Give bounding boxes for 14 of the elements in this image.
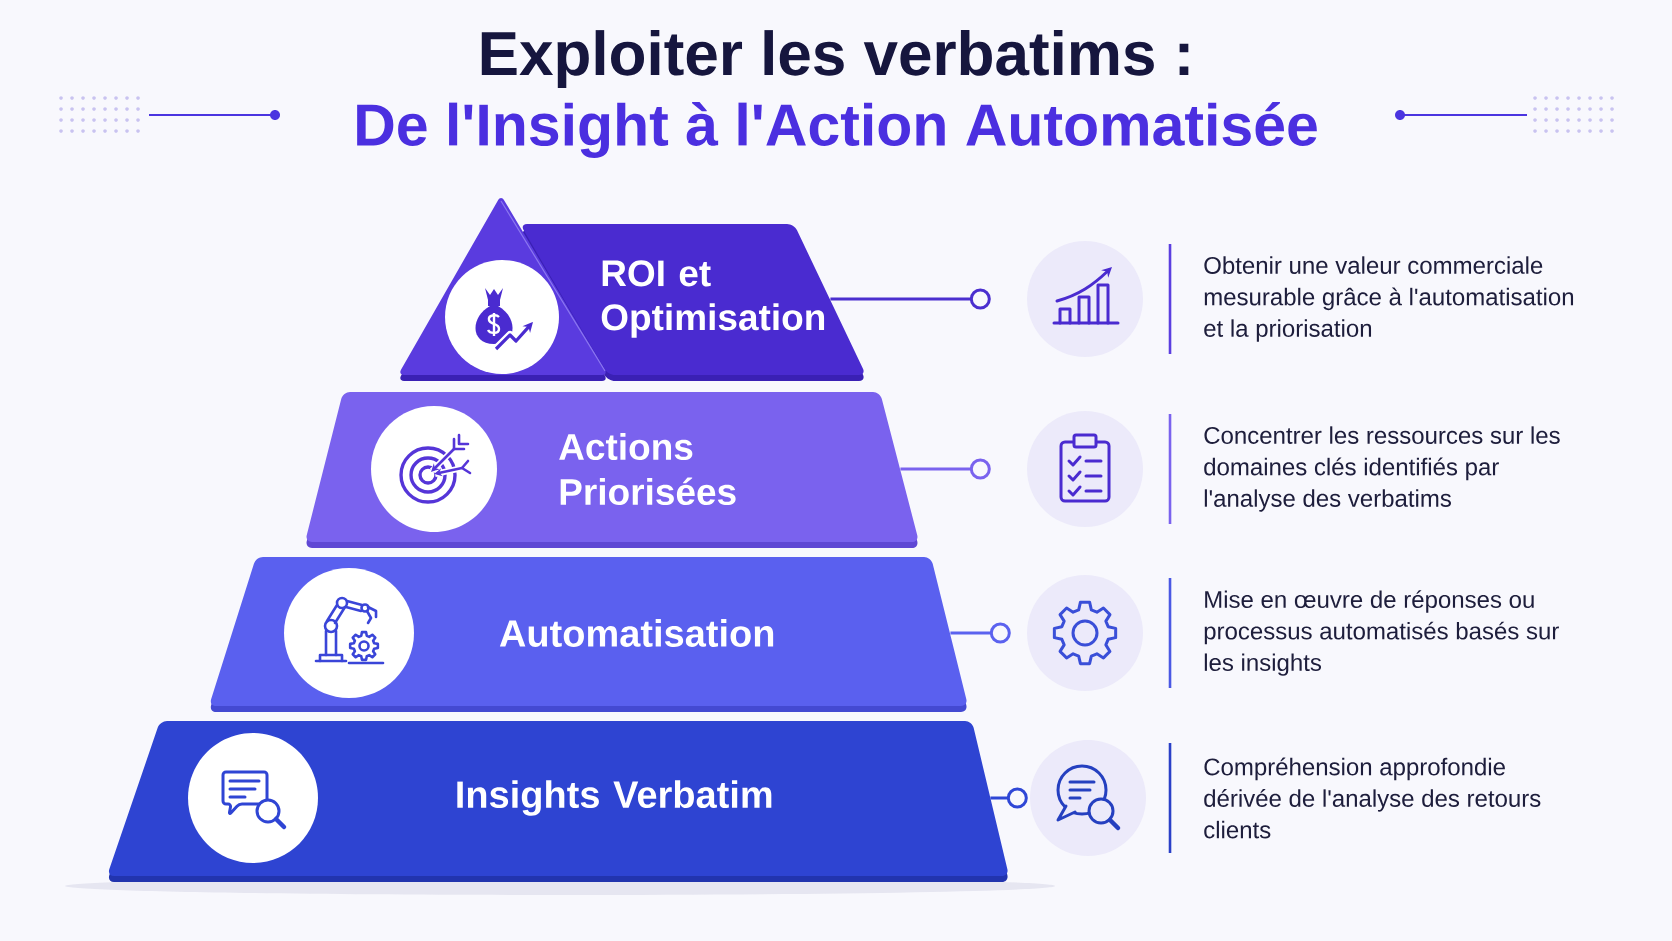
connector-line: [990, 787, 1028, 809]
icon-disc: [1027, 575, 1143, 691]
connector-line: [900, 458, 991, 480]
description-text: Mise en œuvre de réponses ou processus automatisés basés sur les insights: [1204, 590, 1559, 676]
icon-disc: [1030, 740, 1146, 856]
connector-line: [830, 288, 991, 310]
icon-disc: [1027, 411, 1143, 527]
connector-line: [950, 622, 1011, 644]
icon-disc: [1027, 241, 1143, 357]
description-text: Concentrer les ressources sur les domaines clés identifiés par l'analyse des verbatims: [1204, 426, 1560, 512]
description-text: Obtenir une valeur commerciale mesurable grâce à l'automatisation et la priorisation: [1204, 256, 1574, 342]
title: Exploiter les verbatims :: [481, 30, 1189, 88]
description-text: Compréhension approfondie dérivée de l'analyse des retours clients: [1204, 757, 1541, 839]
subtitle: De l'Insight à l'Action Automatisée: [357, 102, 1317, 158]
